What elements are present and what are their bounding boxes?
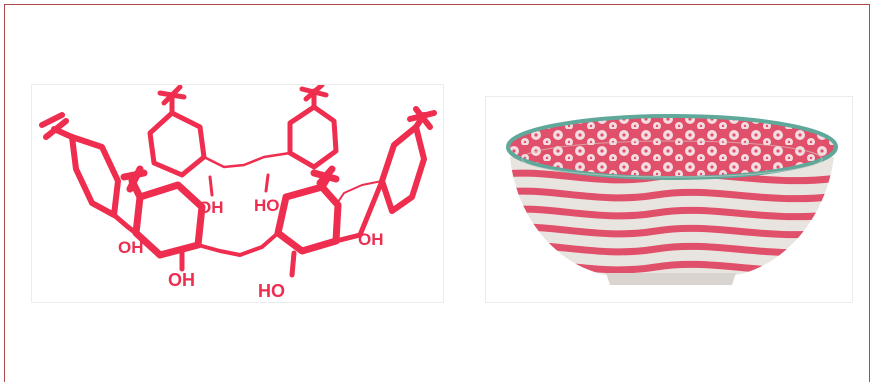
hydroxyl-label: OH: [118, 238, 144, 257]
hydroxyl-label: HO: [254, 196, 280, 215]
bowl-photo-panel: [485, 96, 853, 303]
calixarene-structure-diagram: OH HO OH OH HO OH OH HO: [39, 85, 437, 301]
hydroxyl-label: OH: [168, 270, 195, 290]
far-right-aryl-ring: [379, 106, 437, 214]
bowl-foot: [606, 273, 736, 285]
patterned-bowl-image: [506, 114, 838, 285]
far-left-aryl-ring: [39, 112, 121, 218]
hydroxyl-label: HO: [258, 281, 285, 301]
front-methylene-bridge: [196, 231, 280, 257]
bowl-rim: [506, 114, 838, 180]
front-right-aryl-ring: [274, 165, 342, 255]
hydroxyl-label: OH: [358, 230, 384, 249]
oh-bond: [208, 175, 214, 197]
hydroxyl-label: OH: [198, 198, 224, 217]
back-left-aryl-ring: [147, 85, 207, 178]
bowl-body: [510, 157, 834, 275]
back-methylene-bridge: [202, 151, 292, 169]
oh-bond: [289, 250, 297, 278]
oh-bond: [264, 173, 270, 193]
left-side-bridge: [111, 212, 139, 236]
rear-right-link: [335, 180, 383, 206]
calixarene-structure-panel: OH HO OH OH HO OH OH HO: [31, 84, 444, 303]
bowl-interior: [510, 117, 834, 177]
back-right-aryl-ring: [287, 85, 339, 170]
right-side-bridge: [333, 178, 385, 244]
